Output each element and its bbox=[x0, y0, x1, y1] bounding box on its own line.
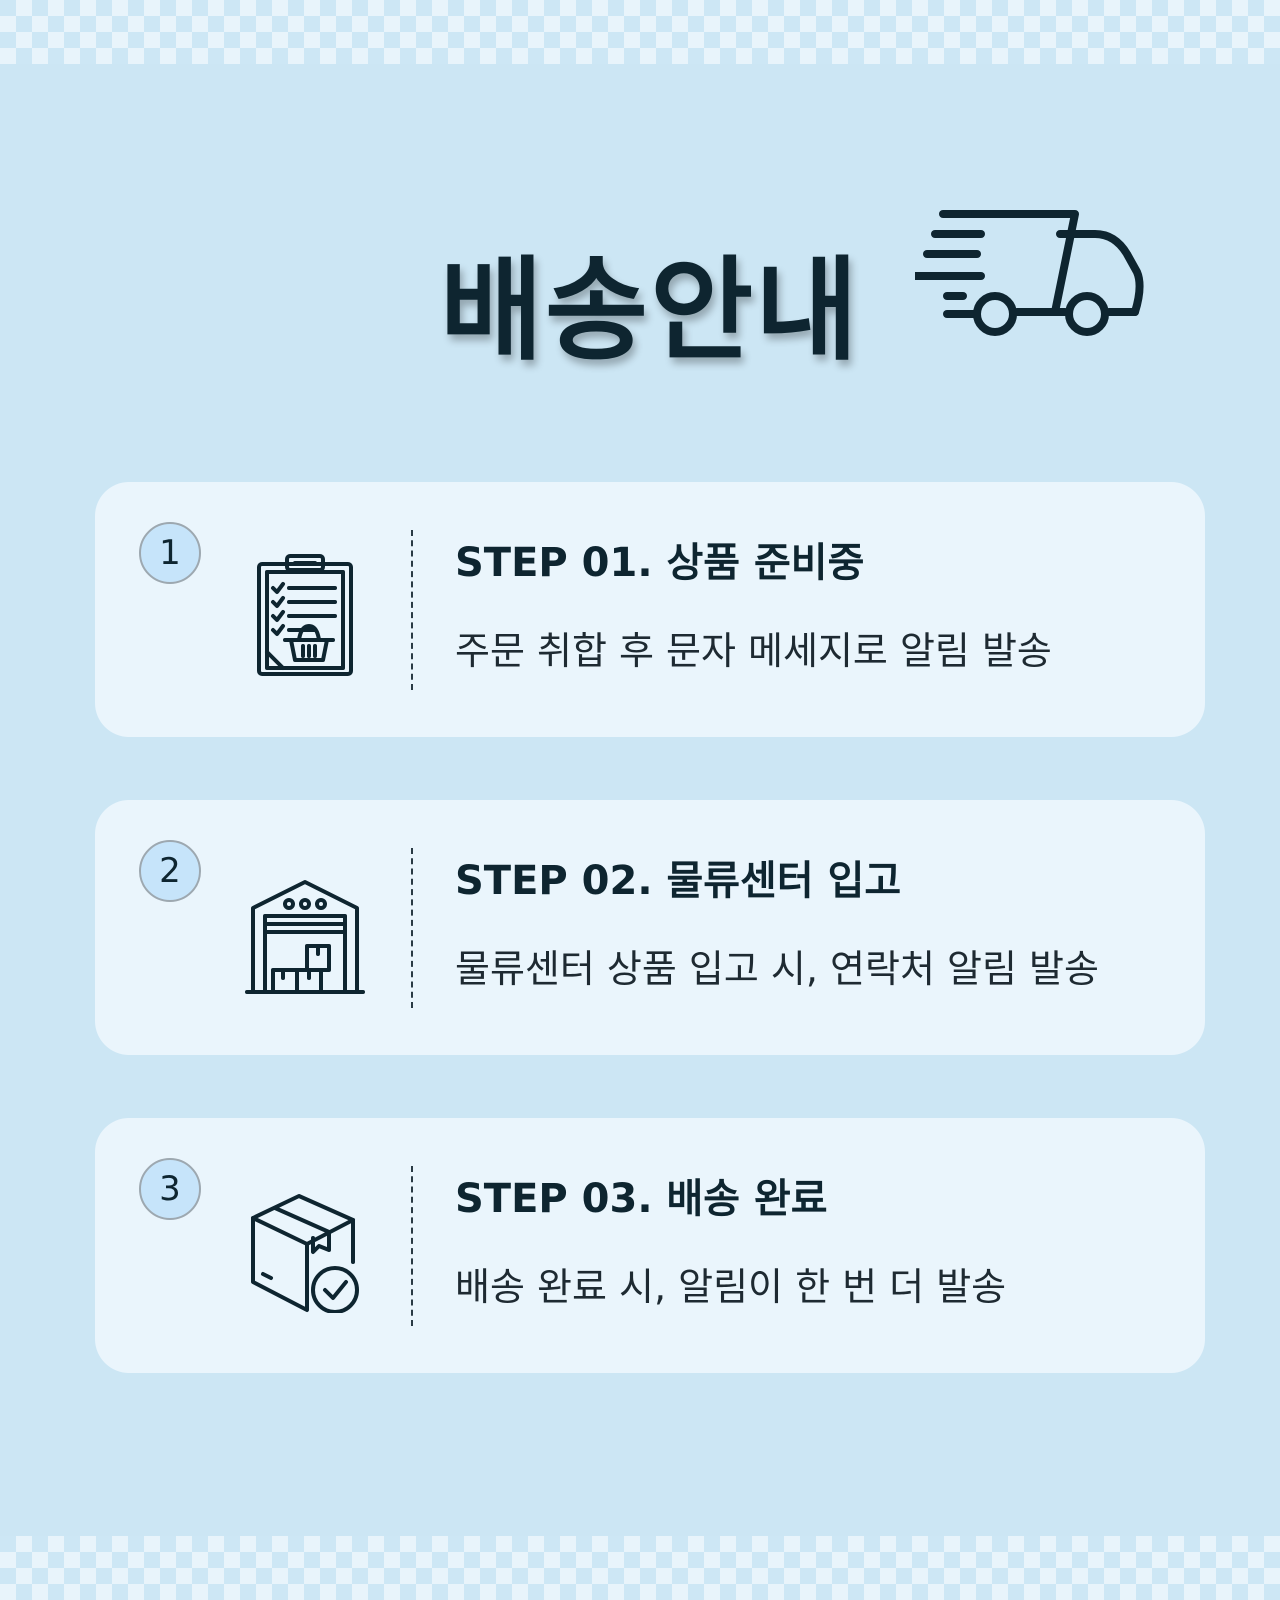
step-card-3: 3 STEP 03. 배송 완료 배송 완료 시, 알림이 한 번 더 발송 bbox=[95, 1118, 1205, 1373]
step-description: 주문 취합 후 문자 메세지로 알림 발송 bbox=[455, 629, 1052, 673]
step-number-badge: 1 bbox=[139, 522, 201, 584]
step-description: 물류센터 상품 입고 시, 연락처 알림 발송 bbox=[455, 947, 1099, 991]
dashed-divider bbox=[411, 530, 413, 690]
step-number-badge: 2 bbox=[139, 840, 201, 902]
checker-border-bottom bbox=[0, 1536, 1280, 1600]
delivery-truck-icon bbox=[915, 210, 1144, 336]
step-card-2: 2 STEP 02. 물류센터 입고 물류센터 상품 입고 시, 연락처 알림 … bbox=[95, 800, 1205, 1055]
header: 배송안내 bbox=[0, 200, 1280, 376]
box-check-icon bbox=[251, 1194, 359, 1313]
step-title: STEP 01. 상품 준비중 bbox=[455, 540, 865, 586]
checker-border-top bbox=[0, 0, 1280, 64]
step-number-badge: 3 bbox=[139, 1158, 201, 1220]
dashed-divider bbox=[411, 1166, 413, 1326]
warehouse-icon bbox=[245, 880, 365, 994]
step-description: 배송 완료 시, 알림이 한 번 더 발송 bbox=[455, 1265, 1007, 1309]
page-title: 배송안내 bbox=[440, 246, 861, 376]
dashed-divider bbox=[411, 848, 413, 1008]
step-title: STEP 02. 물류센터 입고 bbox=[455, 858, 902, 904]
step-card-1: 1 STEP 01. 상품 준비중 주문 취합 후 문자 메세지로 알림 발송 bbox=[95, 482, 1205, 737]
step-title: STEP 03. 배송 완료 bbox=[455, 1176, 828, 1222]
clipboard-basket-icon bbox=[257, 554, 353, 676]
